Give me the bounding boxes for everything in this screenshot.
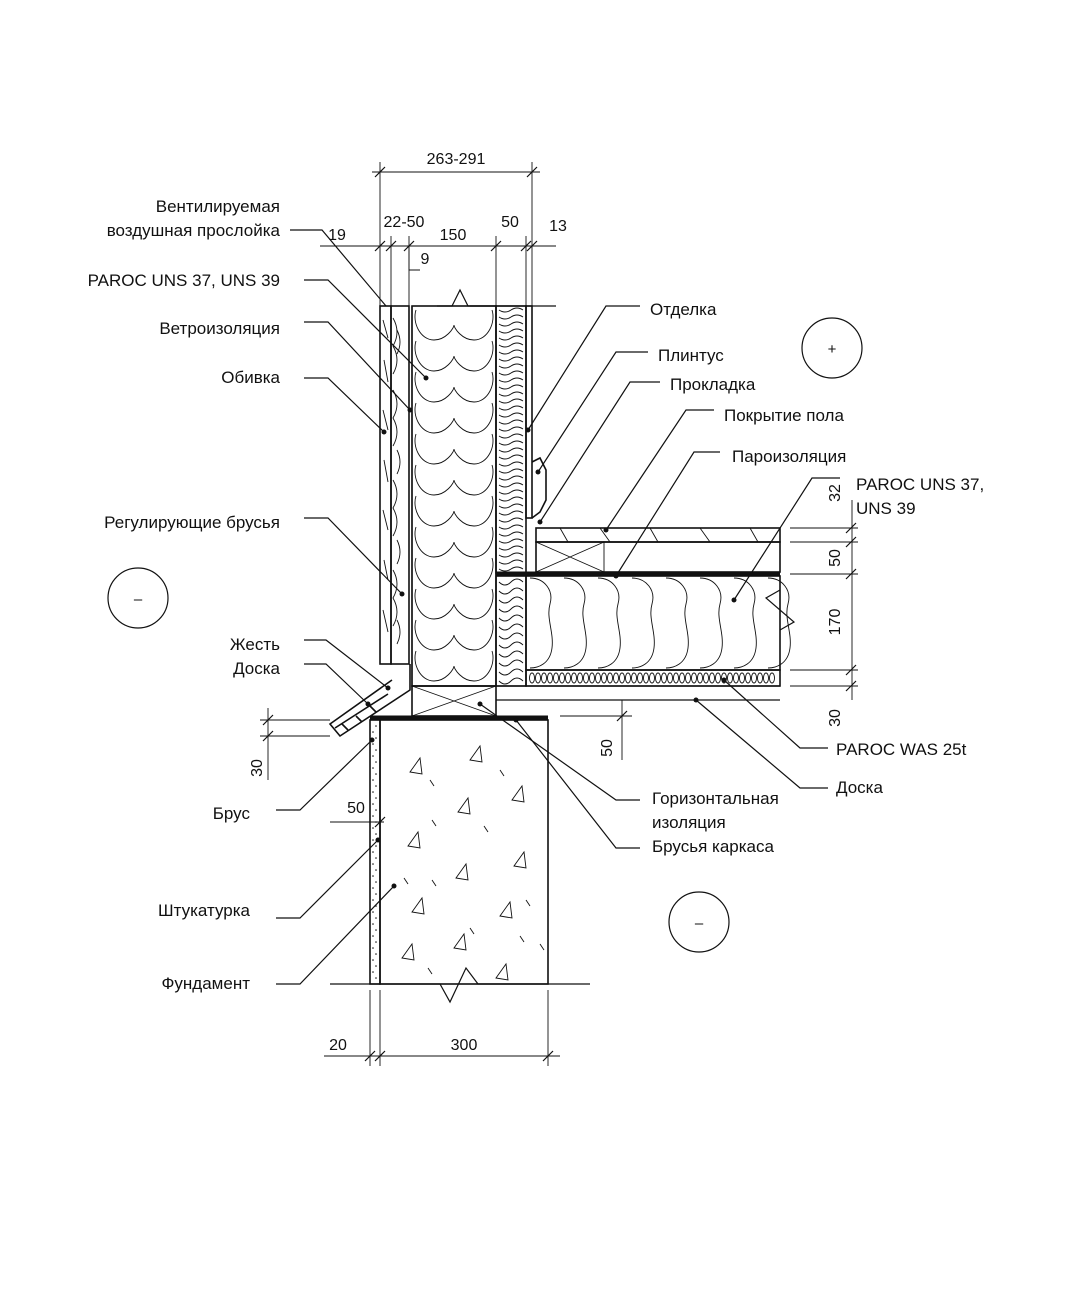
label-horizontal-insulation-line1: Горизонтальная	[652, 789, 779, 808]
dim-flashing-height: 30	[249, 759, 266, 777]
dim-sill-gap: 50	[599, 739, 616, 757]
dim-insulation: 150	[440, 227, 467, 244]
dim-floor-base: 50	[827, 549, 844, 567]
dim-floor-board: 30	[827, 709, 844, 727]
label-frame-bars: Брусья каркаса	[652, 837, 775, 856]
label-paroc-uns-floor-line2: UNS 39	[856, 499, 916, 518]
dim-floor-insulation: 170	[827, 609, 844, 636]
svg-text:–: –	[134, 591, 143, 608]
junction-insulation	[495, 575, 527, 687]
label-vent-air-gap-line2: воздушная прослойка	[107, 221, 281, 240]
label-flashing: Жесть	[230, 635, 280, 654]
dim-plaster: 20	[329, 1037, 347, 1054]
skirting-board	[531, 456, 547, 519]
label-vent-air-gap-line1: Вентилируемая	[156, 197, 280, 216]
warm-zone-marker: +	[801, 317, 863, 379]
label-paroc-was: PAROC WAS 25t	[836, 740, 967, 759]
svg-text:+: +	[828, 341, 837, 358]
dim-wind-barrier: 9	[421, 251, 430, 268]
floor-base-board	[535, 541, 781, 573]
label-gasket: Прокладка	[670, 375, 756, 394]
dim-total-wall: 263-291	[427, 151, 486, 168]
frame-bars	[411, 685, 497, 717]
finish-layer	[525, 305, 533, 519]
cold-zone-marker-bottom: –	[668, 891, 730, 953]
dim-plaster-offset: 50	[347, 800, 365, 817]
label-cladding: Обивка	[221, 368, 280, 387]
dimension-lines	[260, 162, 858, 1066]
label-horizontal-insulation-line2: изоляция	[652, 813, 726, 832]
label-foundation: Фундамент	[161, 974, 250, 993]
wall-insulation	[411, 288, 497, 687]
plaster-layer	[369, 719, 381, 985]
dim-air-gap: 22-50	[384, 214, 425, 231]
label-board-left: Доска	[233, 659, 280, 678]
label-adjusting-bars: Регулирующие брусья	[104, 513, 280, 532]
dim-cladding: 19	[328, 227, 346, 244]
paroc-was-layer	[525, 669, 781, 687]
foundation-block	[330, 719, 590, 1004]
dim-foundation: 300	[451, 1037, 478, 1054]
leader-lines	[276, 229, 840, 985]
dim-inner-insulation: 50	[501, 214, 519, 231]
label-board-right: Доска	[836, 778, 883, 797]
dim-floor-finish: 32	[827, 484, 844, 502]
label-beam: Брус	[213, 804, 251, 823]
inner-insulation	[495, 305, 527, 575]
cladding-layer	[379, 305, 392, 665]
adjusting-bars-layer	[390, 305, 410, 665]
label-paroc-uns-floor-line1: PAROC UNS 37,	[856, 475, 984, 494]
dim-finish: 13	[549, 218, 567, 235]
flashing-board	[328, 664, 411, 738]
label-floor-covering: Покрытие пола	[724, 406, 844, 425]
cold-zone-marker-left: –	[107, 567, 169, 629]
floor-covering	[535, 527, 781, 543]
label-finish: Отделка	[650, 300, 717, 319]
floor-insulation	[525, 575, 796, 671]
label-plaster: Штукатурка	[158, 901, 251, 920]
leader-dots	[365, 375, 737, 889]
svg-text:–: –	[695, 915, 704, 932]
label-skirting: Плинтус	[658, 346, 724, 365]
label-vapor-barrier: Пароизоляция	[732, 447, 846, 466]
label-wind-barrier: Ветроизоляция	[159, 319, 280, 338]
label-paroc-uns-wall: PAROC UNS 37, UNS 39	[88, 271, 280, 290]
